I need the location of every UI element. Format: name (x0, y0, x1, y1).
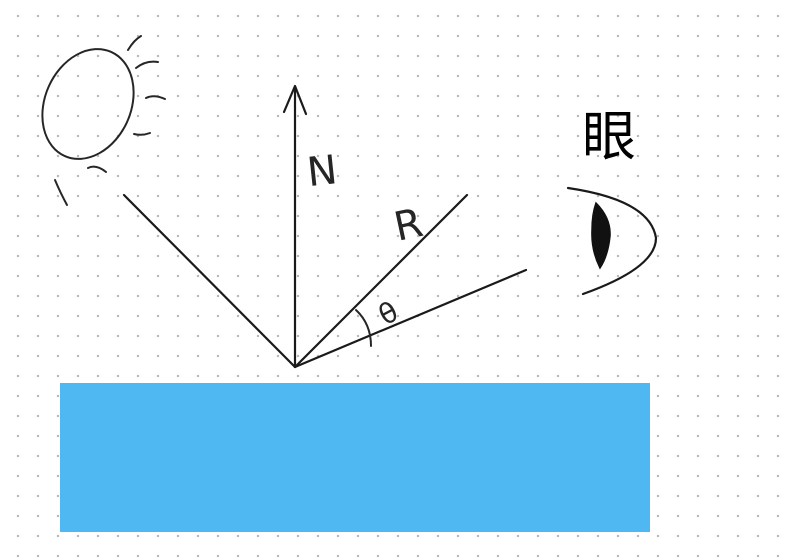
reflection-ray (293, 193, 469, 369)
normal-label: N (305, 147, 340, 196)
normal-vector (282, 84, 308, 369)
view-ray (293, 268, 528, 369)
angle-arc (355, 309, 372, 347)
angle-label: θ (373, 295, 404, 332)
incident-ray (122, 193, 297, 369)
sun-icon (41, 35, 166, 206)
eye-label: 眼 (582, 105, 636, 168)
reflective-surface (60, 383, 650, 532)
reflection-label: R (390, 200, 427, 251)
eye-icon (566, 186, 658, 296)
